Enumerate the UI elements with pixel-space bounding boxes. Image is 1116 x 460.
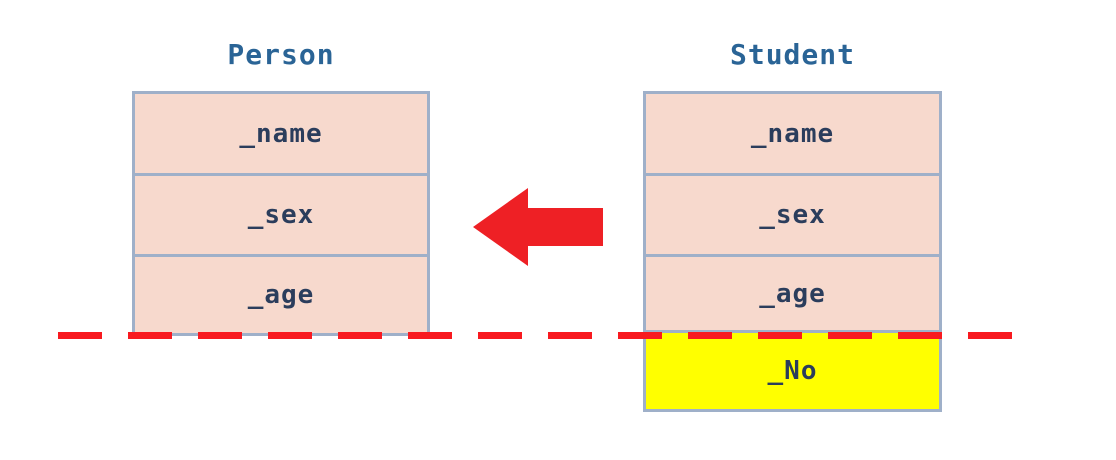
- field-label: _age: [247, 280, 315, 310]
- field-label: _No: [767, 356, 818, 386]
- field-label: _sex: [247, 200, 315, 230]
- field-row: _name: [135, 94, 427, 176]
- field-row: _age: [646, 257, 939, 333]
- field-row: _sex: [135, 176, 427, 257]
- field-row: _name: [646, 94, 939, 176]
- class-student: Student _name _sex _age _No: [643, 38, 942, 412]
- field-row: _sex: [646, 176, 939, 257]
- class-title-person: Person: [227, 38, 335, 71]
- field-label: _name: [239, 118, 323, 149]
- class-person: Person _name _sex _age: [132, 38, 430, 336]
- field-label: _name: [750, 118, 835, 149]
- arrow-left-icon: [473, 188, 603, 266]
- class-box-person: _name _sex _age: [132, 91, 430, 336]
- field-label: _age: [759, 278, 826, 309]
- class-box-student: _name _sex _age _No: [643, 91, 942, 412]
- class-title-student: Student: [729, 38, 855, 71]
- field-row-highlighted: _No: [646, 333, 939, 409]
- inheritance-arrow: [473, 188, 603, 266]
- field-row: _age: [135, 257, 427, 333]
- separator-dashed-line: [58, 332, 1032, 339]
- field-label: _sex: [759, 200, 826, 230]
